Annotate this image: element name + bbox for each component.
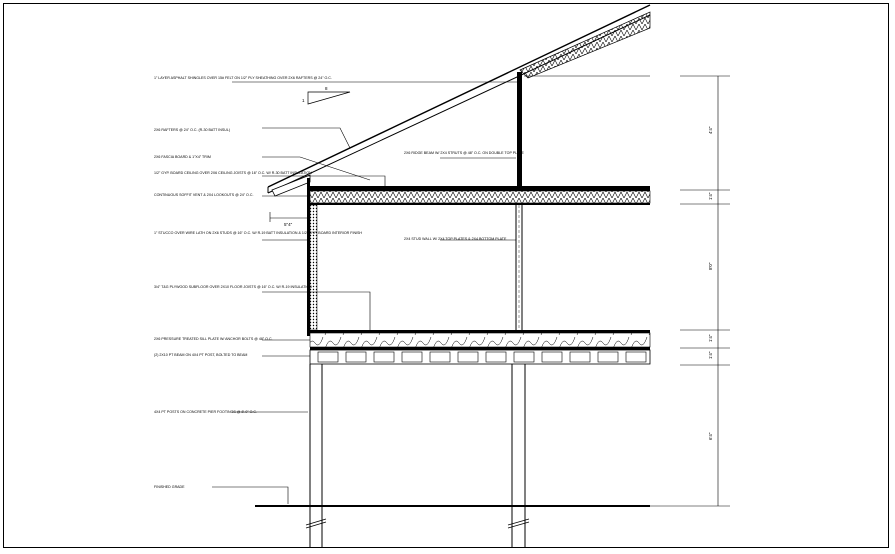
floor-block: [429, 351, 451, 363]
dim-5: 1'4": [708, 351, 713, 359]
floor-assembly: [309, 330, 651, 365]
note-posts: 4X4 PT POSTS ON CONCRETE PIER FOOTINGS @…: [154, 410, 257, 414]
floor-block: [625, 351, 647, 363]
svg-text:8: 8: [325, 86, 328, 91]
note-stud: 2X4 STUD WALL W/ 2X4 TOP PLATES & 2X4 BO…: [404, 237, 507, 241]
note-grade: FINISHED GRADE: [154, 485, 185, 489]
annotations-left: 1" LAYER ASPHALT SHINGLES OVER 15# FELT …: [154, 76, 362, 489]
floor-block: [317, 351, 339, 363]
note-fascia: 2X6 FASCIA BOARD & 1"X4" TRIM: [154, 155, 211, 159]
dim-4: 1'4": [708, 334, 713, 342]
note-wall: 1" STUCCO OVER WIRE LATH ON 2X6 STUDS @ …: [154, 231, 362, 235]
note-beam: (2) 2X10 PT BEAM ON 4X4 PT POST, BOLTED …: [154, 353, 247, 357]
floor-block: [373, 351, 395, 363]
leader-lines: [212, 81, 518, 504]
floor-block: [485, 351, 507, 363]
note-soffit: CONTINUOUS SOFFIT VENT & 2X4 LOOKOUTS @ …: [154, 193, 253, 197]
note-rafters: 2X6 RAFTERS @ 24" O.C. (R-30 BATT INSUL): [154, 128, 230, 132]
floor-block: [597, 351, 619, 363]
floor-block: [569, 351, 591, 363]
svg-text:5"4": 5"4": [284, 222, 293, 227]
floor-block: [345, 351, 367, 363]
note-ceiling: 1/2" GYP. BOARD CEILING OVER 2X6 CEILING…: [154, 171, 312, 175]
floor-block: [457, 351, 479, 363]
svg-text:1: 1: [302, 98, 305, 103]
note-ridge: 2X6 RIDGE BEAM W/ 2X4 STRUTS @ 48" O.C. …: [404, 151, 524, 155]
dim-6: 6'4": [708, 432, 713, 440]
note-subfloor: 3/4" T&G PLYWOOD SUBFLOOR OVER 2X10 FLOO…: [154, 285, 312, 289]
dim-2: 1'4": [708, 192, 713, 200]
drawing-frame: [3, 3, 889, 548]
note-roofing: 1" LAYER ASPHALT SHINGLES OVER 15# FELT …: [154, 76, 332, 80]
roof-assembly: [267, 4, 651, 197]
pier-posts: [305, 364, 530, 548]
dimension-string: 4'4" 1'4" 8'0" 1'4" 1'4" 6'4": [524, 75, 730, 507]
ceiling-assembly: [309, 186, 651, 205]
floor-block: [541, 351, 563, 363]
eave-dimension: 5"4": [269, 212, 310, 227]
dim-3: 8'0": [708, 262, 713, 270]
note-sill: 2X6 PRESSURE TREATED SILL PLATE W/ ANCHO…: [154, 337, 273, 341]
slope-marker: 8 1: [302, 86, 351, 105]
dim-1: 4'4": [708, 126, 713, 134]
interior-post: [515, 72, 523, 330]
floor-block: [513, 351, 535, 363]
floor-block: [401, 351, 423, 363]
annotations-center: 2X6 RIDGE BEAM W/ 2X4 STRUTS @ 48" O.C. …: [404, 151, 524, 241]
